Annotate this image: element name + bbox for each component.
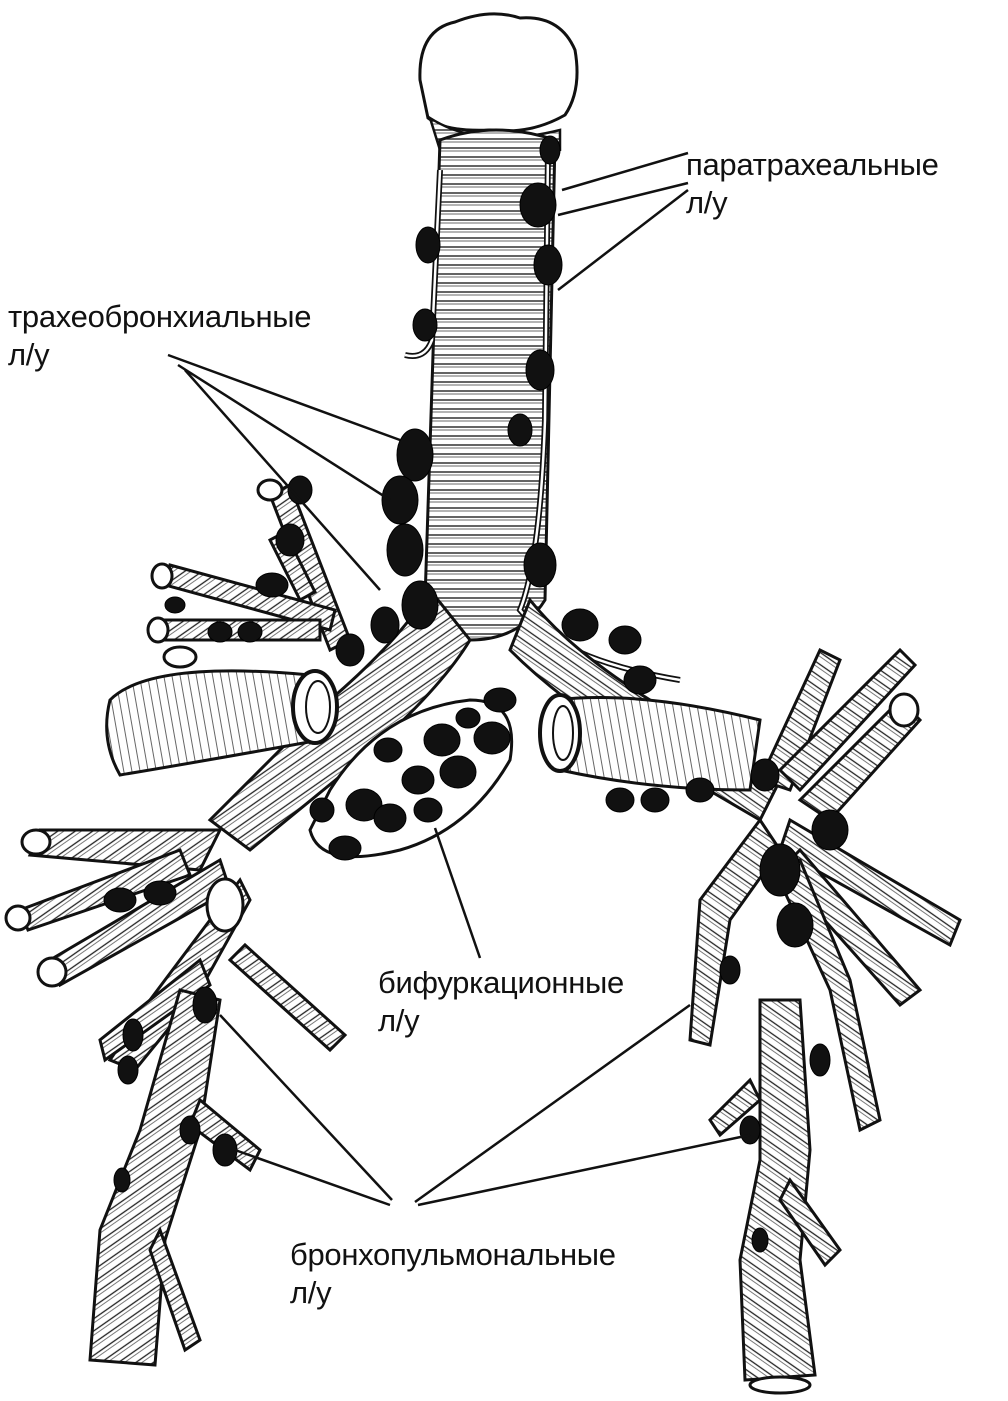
label-tracheobronchial-line2: л/у: [8, 336, 311, 374]
label-bifurcation-line1: бифуркационные: [378, 964, 624, 1002]
label-bifurcation: бифуркационные л/у: [378, 964, 624, 1040]
label-bronchopulmonary-line1: бронхопульмональные: [290, 1236, 616, 1274]
label-paratracheal-line2: л/у: [686, 184, 939, 222]
right-pulmonary-artery-shape: [540, 695, 760, 790]
label-paratracheal-line1: паратрахеальные: [686, 146, 939, 184]
label-tracheobronchial: трахеобронхиальные л/у: [8, 298, 311, 374]
label-bronchopulmonary: бронхопульмональные л/у: [290, 1236, 616, 1312]
label-bronchopulmonary-line2: л/у: [290, 1274, 616, 1312]
label-bifurcation-line2: л/у: [378, 1002, 624, 1040]
label-paratracheal: паратрахеальные л/у: [686, 146, 939, 222]
label-tracheobronchial-line1: трахеобронхиальные: [8, 298, 311, 336]
